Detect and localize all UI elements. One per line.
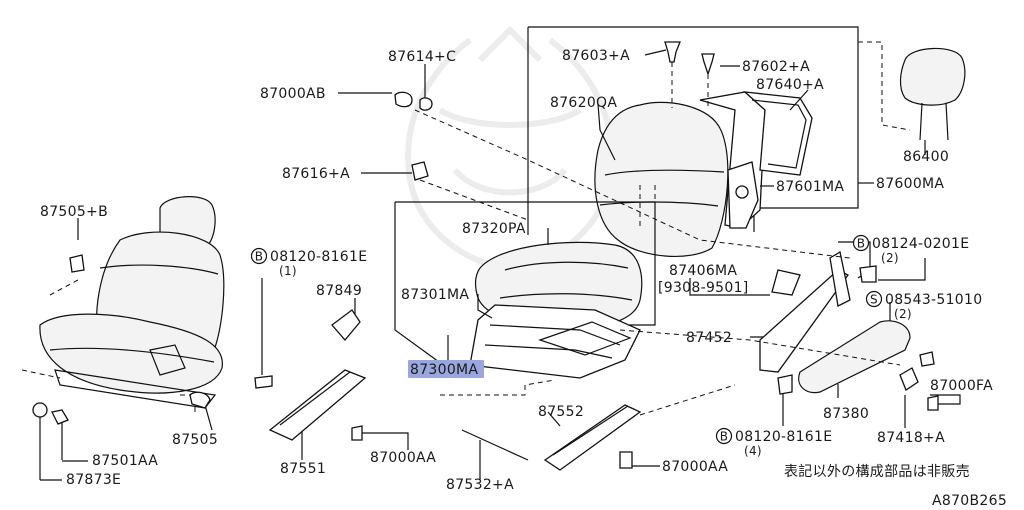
headrest-86400 <box>899 47 966 106</box>
label-bolt-qty-c: (4) <box>744 444 762 458</box>
clip-87603 <box>664 41 681 63</box>
label-87873[interactable]: 87873E <box>66 472 121 488</box>
label-86400[interactable]: 86400 <box>903 149 949 165</box>
label-87300-highlighted[interactable]: 87300MA <box>410 362 478 378</box>
label-87406-range: [9308-9501] <box>658 280 749 296</box>
bolt-marker-b2 <box>852 234 870 252</box>
screw-marker-s <box>865 290 883 308</box>
leader-lines <box>39 49 961 480</box>
label-87380[interactable]: 87380 <box>823 406 869 422</box>
label-87505B[interactable]: 87505+B <box>40 204 108 220</box>
label-87614[interactable]: 87614+C <box>388 49 456 65</box>
label-87551[interactable]: 87551 <box>280 461 326 477</box>
label-87620[interactable]: 87620QA <box>550 95 617 111</box>
selected-part-highlight <box>408 360 484 378</box>
label-bolt-08120-a[interactable]: 08120-8161E <box>270 249 367 265</box>
label-87849[interactable]: 87849 <box>316 283 362 299</box>
label-87601[interactable]: 87601MA <box>776 179 844 195</box>
label-87640[interactable]: 87640+A <box>756 77 824 93</box>
label-87501[interactable]: 87501AA <box>92 453 158 469</box>
marker-b1-letter: B <box>255 250 264 264</box>
label-87532[interactable]: 87532+A <box>446 477 514 493</box>
label-bolt-08120-b[interactable]: 08120-8161E <box>735 429 832 445</box>
label-87320[interactable]: 87320PA <box>462 221 526 237</box>
label-87505[interactable]: 87505 <box>172 432 218 448</box>
seat-assembly-illustration <box>21 196 225 425</box>
label-bolt-qty-b: (2) <box>881 251 899 265</box>
marker-b3-letter: B <box>720 430 729 444</box>
cushion-group <box>394 201 656 396</box>
label-bolt-08124[interactable]: 08124-0201E <box>872 236 969 252</box>
label-screw-qty: (2) <box>894 307 912 321</box>
marker-s-letter: S <box>870 293 878 307</box>
label-87000AA-right[interactable]: 87000AA <box>662 459 728 475</box>
label-87616[interactable]: 87616+A <box>282 166 350 182</box>
figure-code: A870B265 <box>932 493 1007 509</box>
label-87406[interactable]: 87406MA <box>669 263 737 279</box>
seat-frame-87301 <box>469 304 641 379</box>
label-87552[interactable]: 87552 <box>538 404 584 420</box>
not-sold-note: 表記以外の構成部品は非販売 <box>784 463 970 480</box>
label-87301[interactable]: 87301MA <box>401 287 469 303</box>
label-87000AA-center[interactable]: 87000AA <box>370 450 436 466</box>
backrest-group <box>527 26 966 257</box>
bolt-marker-b1 <box>250 247 268 265</box>
label-87603[interactable]: 87603+A <box>562 48 630 64</box>
marker-b2-letter: B <box>857 237 866 251</box>
label-87000AB[interactable]: 87000AB <box>260 86 326 102</box>
label-87602[interactable]: 87602+A <box>742 59 810 75</box>
label-connectors <box>40 460 88 481</box>
bolt-marker-b3 <box>715 427 733 445</box>
label-87000FA[interactable]: 87000FA <box>930 378 993 394</box>
backrest-cushion <box>594 101 729 257</box>
rails-and-slides <box>254 91 939 471</box>
label-87452[interactable]: 87452 <box>686 330 732 346</box>
label-87600[interactable]: 87600MA <box>876 176 944 192</box>
markers: B B S B <box>250 234 883 445</box>
part-labels[interactable]: 87603+A 87602+A 87640+A 87620QA 87601MA … <box>40 48 993 493</box>
clip-87602 <box>701 53 715 77</box>
label-87418[interactable]: 87418+A <box>877 430 945 446</box>
label-screw-08543[interactable]: 08543-51010 <box>885 292 982 308</box>
label-bolt-qty-a: (1) <box>279 264 297 278</box>
